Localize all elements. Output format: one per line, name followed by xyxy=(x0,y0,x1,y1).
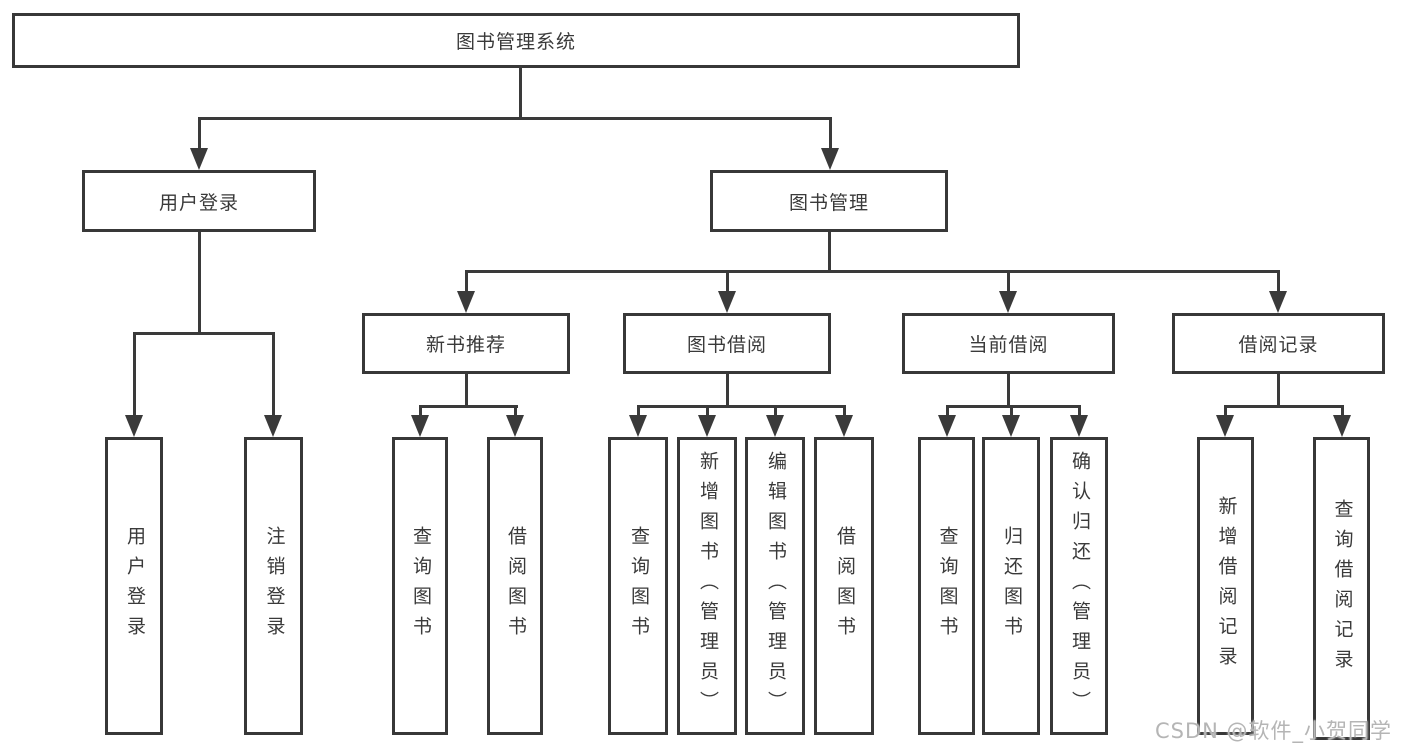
connector-line xyxy=(465,270,1280,273)
leaf-label: 归还图书 xyxy=(1000,526,1023,646)
arrow-down-icon xyxy=(1070,415,1088,437)
leaf-add-books-admin: 新增图书（管理员） xyxy=(677,437,737,735)
leaf-label: 查询借阅记录 xyxy=(1331,498,1354,679)
leaf-label: 查询图书 xyxy=(936,526,959,646)
connector-line xyxy=(706,405,709,417)
arrow-down-icon xyxy=(125,415,143,437)
connector-line xyxy=(198,232,201,335)
connector-line xyxy=(1277,374,1280,408)
connector-line xyxy=(133,332,136,416)
arrow-down-icon xyxy=(264,415,282,437)
arrow-down-icon xyxy=(821,148,839,170)
leaf-label: 新增借阅记录 xyxy=(1215,496,1238,676)
connector-line xyxy=(514,405,517,417)
arrow-down-icon xyxy=(1002,415,1020,437)
arrow-down-icon xyxy=(1333,415,1351,437)
arrow-down-icon xyxy=(190,148,208,170)
connector-line xyxy=(1007,374,1010,408)
connector-line xyxy=(774,405,777,417)
connector-line xyxy=(419,405,422,417)
connector-line xyxy=(1010,405,1013,417)
leaf-label: 借阅图书 xyxy=(833,526,856,646)
node-book-management-system: 图书管理系统 xyxy=(12,13,1020,68)
node-book-management: 图书管理 xyxy=(710,170,948,232)
arrow-down-icon xyxy=(629,415,647,437)
connector-line xyxy=(419,405,518,408)
arrow-down-icon xyxy=(698,415,716,437)
leaf-label: 新增图书（管理员） xyxy=(696,451,719,721)
connector-line xyxy=(828,232,831,273)
leaf-label: 确认归还（管理员） xyxy=(1068,451,1091,721)
node-current-borrowing: 当前借阅 xyxy=(902,313,1115,374)
leaf-label: 查询图书 xyxy=(409,526,432,646)
leaf-label: 编辑图书（管理员） xyxy=(764,451,787,721)
leaf-return-books: 归还图书 xyxy=(982,437,1040,735)
leaf-label: 查询图书 xyxy=(627,526,650,646)
arrow-down-icon xyxy=(835,415,853,437)
connector-line xyxy=(519,66,522,119)
node-new-book-recommend: 新书推荐 xyxy=(362,313,570,374)
connector-line xyxy=(726,374,729,408)
leaf-borrow-books-recommend: 借阅图书 xyxy=(487,437,543,735)
connector-line xyxy=(1007,270,1010,293)
connector-line xyxy=(198,117,201,150)
leaf-confirm-return-admin: 确认归还（管理员） xyxy=(1050,437,1108,735)
leaf-user-login: 用户登录 xyxy=(105,437,163,735)
connector-line xyxy=(726,270,729,293)
leaf-label: 借阅图书 xyxy=(504,526,527,646)
leaf-label: 注销登录 xyxy=(263,526,286,646)
leaf-add-borrow-record: 新增借阅记录 xyxy=(1197,437,1254,735)
connector-line xyxy=(272,332,275,416)
leaf-query-borrow-record: 查询借阅记录 xyxy=(1313,437,1370,740)
connector-line xyxy=(1224,405,1344,408)
csdn-watermark: CSDN @软件_小贺同学 xyxy=(1155,719,1393,743)
leaf-borrow-books: 借阅图书 xyxy=(814,437,874,735)
connector-line xyxy=(946,405,1081,408)
connector-line xyxy=(465,270,468,293)
leaf-logout: 注销登录 xyxy=(244,437,303,735)
node-book-borrowing: 图书借阅 xyxy=(623,313,831,374)
connector-line xyxy=(843,405,846,417)
arrow-down-icon xyxy=(999,291,1017,313)
connector-line xyxy=(465,374,468,408)
leaf-query-books-borrow: 查询图书 xyxy=(608,437,668,735)
arrow-down-icon xyxy=(718,291,736,313)
leaf-label: 用户登录 xyxy=(123,526,146,646)
connector-line xyxy=(198,117,832,120)
connector-line xyxy=(829,117,832,150)
connector-line xyxy=(133,332,275,335)
connector-line xyxy=(637,405,640,417)
connector-line xyxy=(1078,405,1081,417)
arrow-down-icon xyxy=(1216,415,1234,437)
arrow-down-icon xyxy=(938,415,956,437)
node-user-login: 用户登录 xyxy=(82,170,316,232)
connector-line xyxy=(946,405,949,417)
connector-line xyxy=(1224,405,1227,417)
leaf-edit-books-admin: 编辑图书（管理员） xyxy=(745,437,805,735)
node-borrowing-records: 借阅记录 xyxy=(1172,313,1385,374)
connector-line xyxy=(1277,270,1280,293)
connector-line xyxy=(1341,405,1344,417)
arrow-down-icon xyxy=(411,415,429,437)
leaf-query-books-current: 查询图书 xyxy=(918,437,975,735)
arrow-down-icon xyxy=(506,415,524,437)
arrow-down-icon xyxy=(457,291,475,313)
arrow-down-icon xyxy=(1269,291,1287,313)
arrow-down-icon xyxy=(766,415,784,437)
connector-line xyxy=(637,405,846,408)
leaf-query-books-recommend: 查询图书 xyxy=(392,437,448,735)
